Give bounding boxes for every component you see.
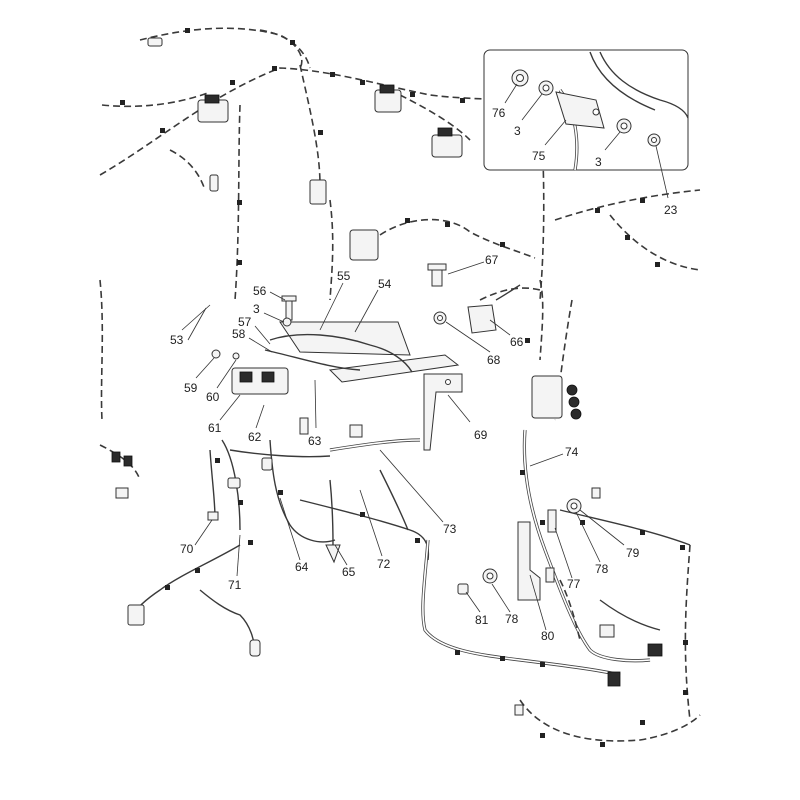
callout-75: 75 [532,149,546,163]
callout-55: 55 [337,269,351,283]
callout-68: 68 [487,353,501,367]
mid-assembly [211,263,521,452]
callout-73: 73 [443,522,457,536]
callout-23: 23 [664,203,678,217]
callout-77: 77 [567,577,581,591]
callout-71: 71 [228,578,242,592]
left-harness [99,417,430,657]
callout-54: 54 [378,277,392,291]
callout-labels: 76 3 75 3 23 67 66 68 56 55 54 3 57 58 5… [170,106,678,643]
inset-detail-box [483,49,689,171]
callout-79: 79 [626,546,640,560]
callout-3: 3 [514,124,521,138]
callout-59: 59 [184,381,198,395]
callout-67: 67 [485,253,499,267]
callout-60: 60 [206,390,220,404]
callout-65: 65 [342,565,356,579]
callout-3: 3 [595,155,602,169]
callout-62: 62 [248,430,262,444]
callout-53: 53 [170,333,184,347]
callout-72: 72 [377,557,391,571]
callout-78: 78 [505,612,519,626]
callout-61: 61 [208,421,222,435]
callout-57: 57 [238,315,252,329]
callout-69: 69 [474,428,488,442]
callout-56: 56 [253,284,267,298]
upper-harness [99,27,701,421]
callout-3: 3 [253,302,260,316]
callout-76: 76 [492,106,506,120]
right-harness [421,279,701,747]
callout-81: 81 [475,613,489,627]
callout-64: 64 [295,560,309,574]
callout-58: 58 [232,327,246,341]
callout-63: 63 [308,434,322,448]
upper-components [120,28,660,267]
callout-74: 74 [565,445,579,459]
callout-78: 78 [595,562,609,576]
leader-lines [181,83,669,631]
callout-66: 66 [510,335,524,349]
callout-70: 70 [180,542,194,556]
callout-80: 80 [541,629,555,643]
